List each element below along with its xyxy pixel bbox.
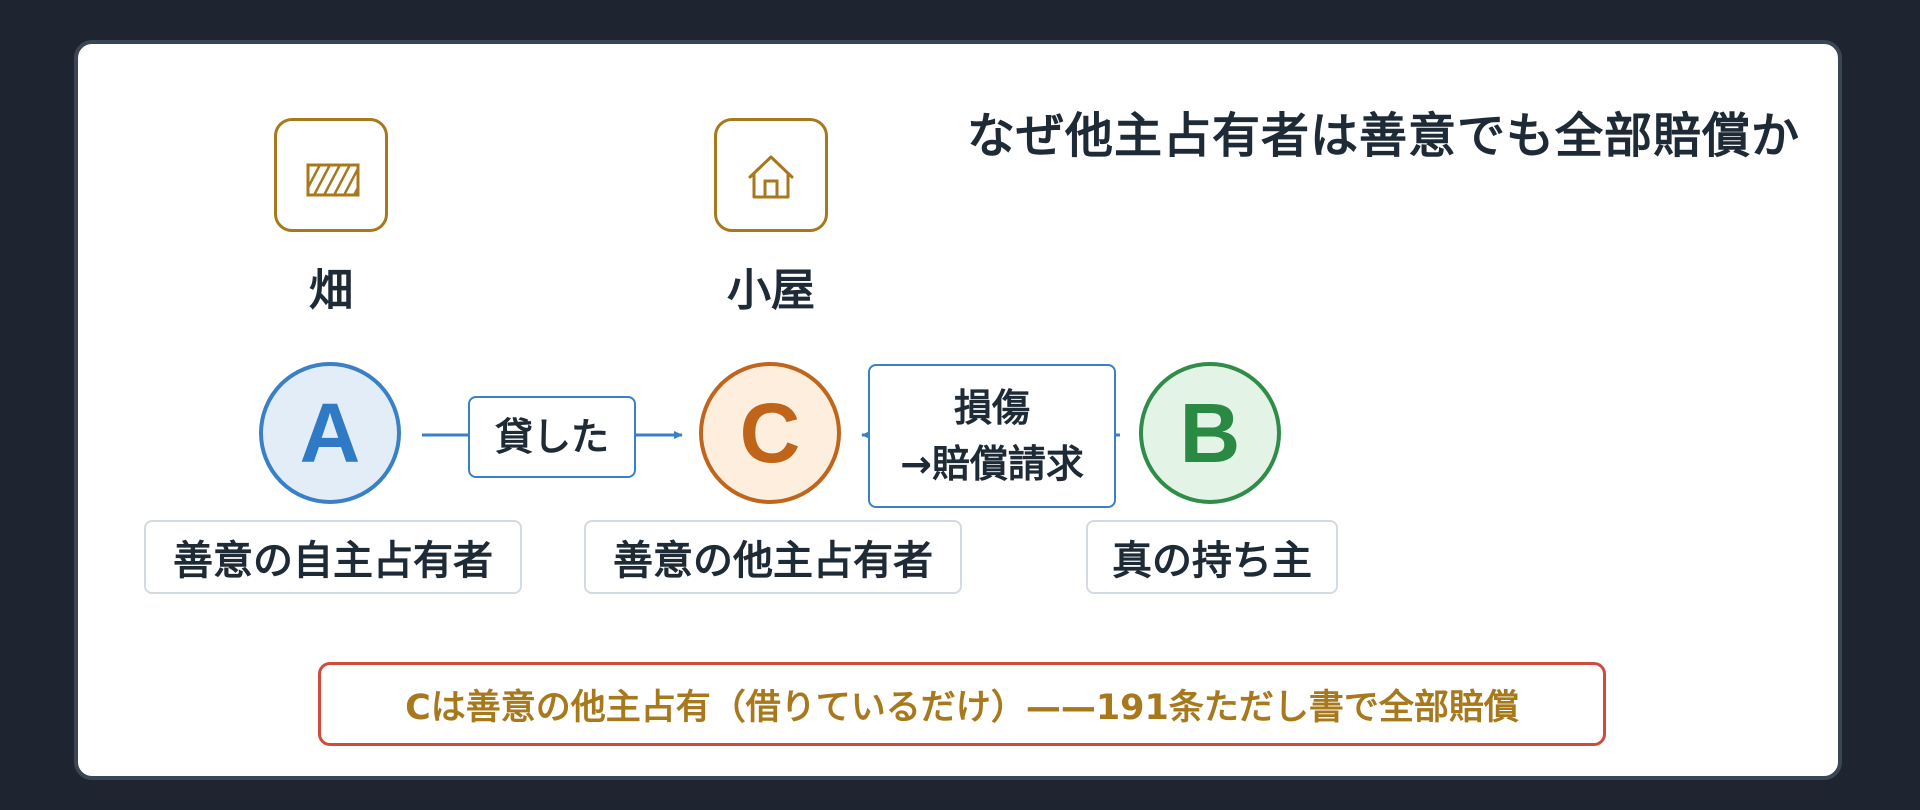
edge-label-line-1: 損傷 xyxy=(953,386,1030,430)
house-label: 小屋 xyxy=(727,265,815,316)
role-label-b: 真の持ち主 xyxy=(1086,520,1338,594)
edge-label-line-2: →賠償請求 xyxy=(900,442,1084,486)
diagram-title: なぜ他主占有者は善意でも全部賠償か xyxy=(966,108,1800,164)
edge-label-lent: 貸した xyxy=(468,396,636,478)
role-label-c: 善意の他主占有者 xyxy=(584,520,962,594)
role-label-a: 善意の自主占有者 xyxy=(144,520,522,594)
conclusion-box: Cは善意の他主占有（借りているだけ）——191条ただし書で全部賠償 xyxy=(318,662,1606,746)
node-a: A xyxy=(259,362,401,504)
field-label: 畑 xyxy=(309,265,353,316)
node-c: C xyxy=(699,362,841,504)
node-b: B xyxy=(1139,362,1281,504)
diagram-card: なぜ他主占有者は善意でも全部賠償か 畑 小屋 xyxy=(74,40,1842,780)
house-icon xyxy=(714,118,828,232)
edge-label-damage-claim: 損傷 →賠償請求 xyxy=(868,364,1116,508)
field-icon xyxy=(274,118,388,232)
